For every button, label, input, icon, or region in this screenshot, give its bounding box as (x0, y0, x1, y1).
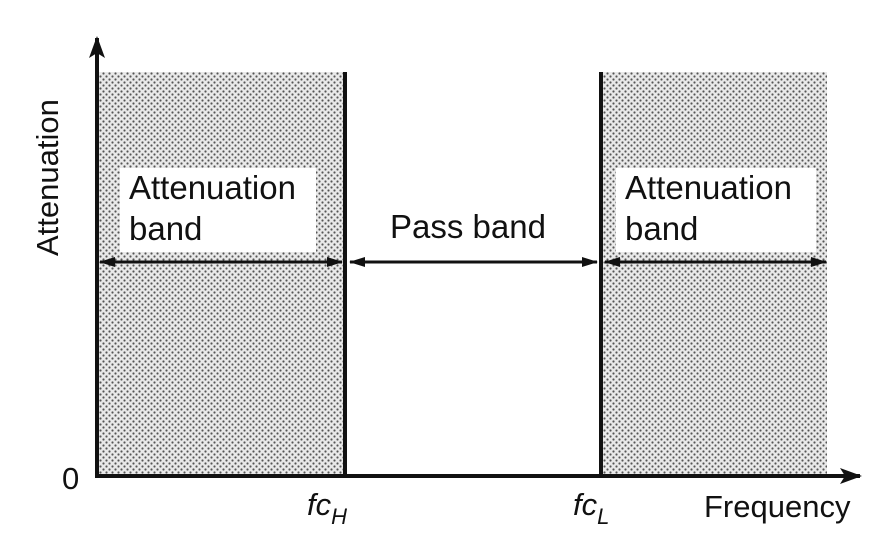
x-axis-label: Frequency (704, 489, 851, 524)
left-band-label-line2: band (129, 210, 202, 247)
cutoff-high-subscript: H (331, 504, 347, 529)
right-attenuation-region (601, 72, 827, 476)
left-band-label-line1: Attenuation (129, 169, 296, 206)
origin-label: 0 (62, 461, 79, 496)
cutoff-high-label: fcH (307, 487, 347, 529)
cutoff-low-label: fcL (573, 487, 609, 529)
y-axis-label: Attenuation (30, 99, 65, 256)
right-band-label-line2: band (625, 210, 698, 247)
left-attenuation-region (97, 72, 345, 476)
right-label-bg (616, 168, 816, 252)
cutoff-low-subscript: L (597, 504, 609, 529)
left-label-bg (120, 168, 316, 252)
right-band-label-line1: Attenuation (625, 169, 792, 206)
cutoff-low-symbol: fc (573, 487, 598, 522)
pass-band-label: Pass band (390, 208, 546, 245)
cutoff-high-symbol: fc (307, 487, 332, 522)
